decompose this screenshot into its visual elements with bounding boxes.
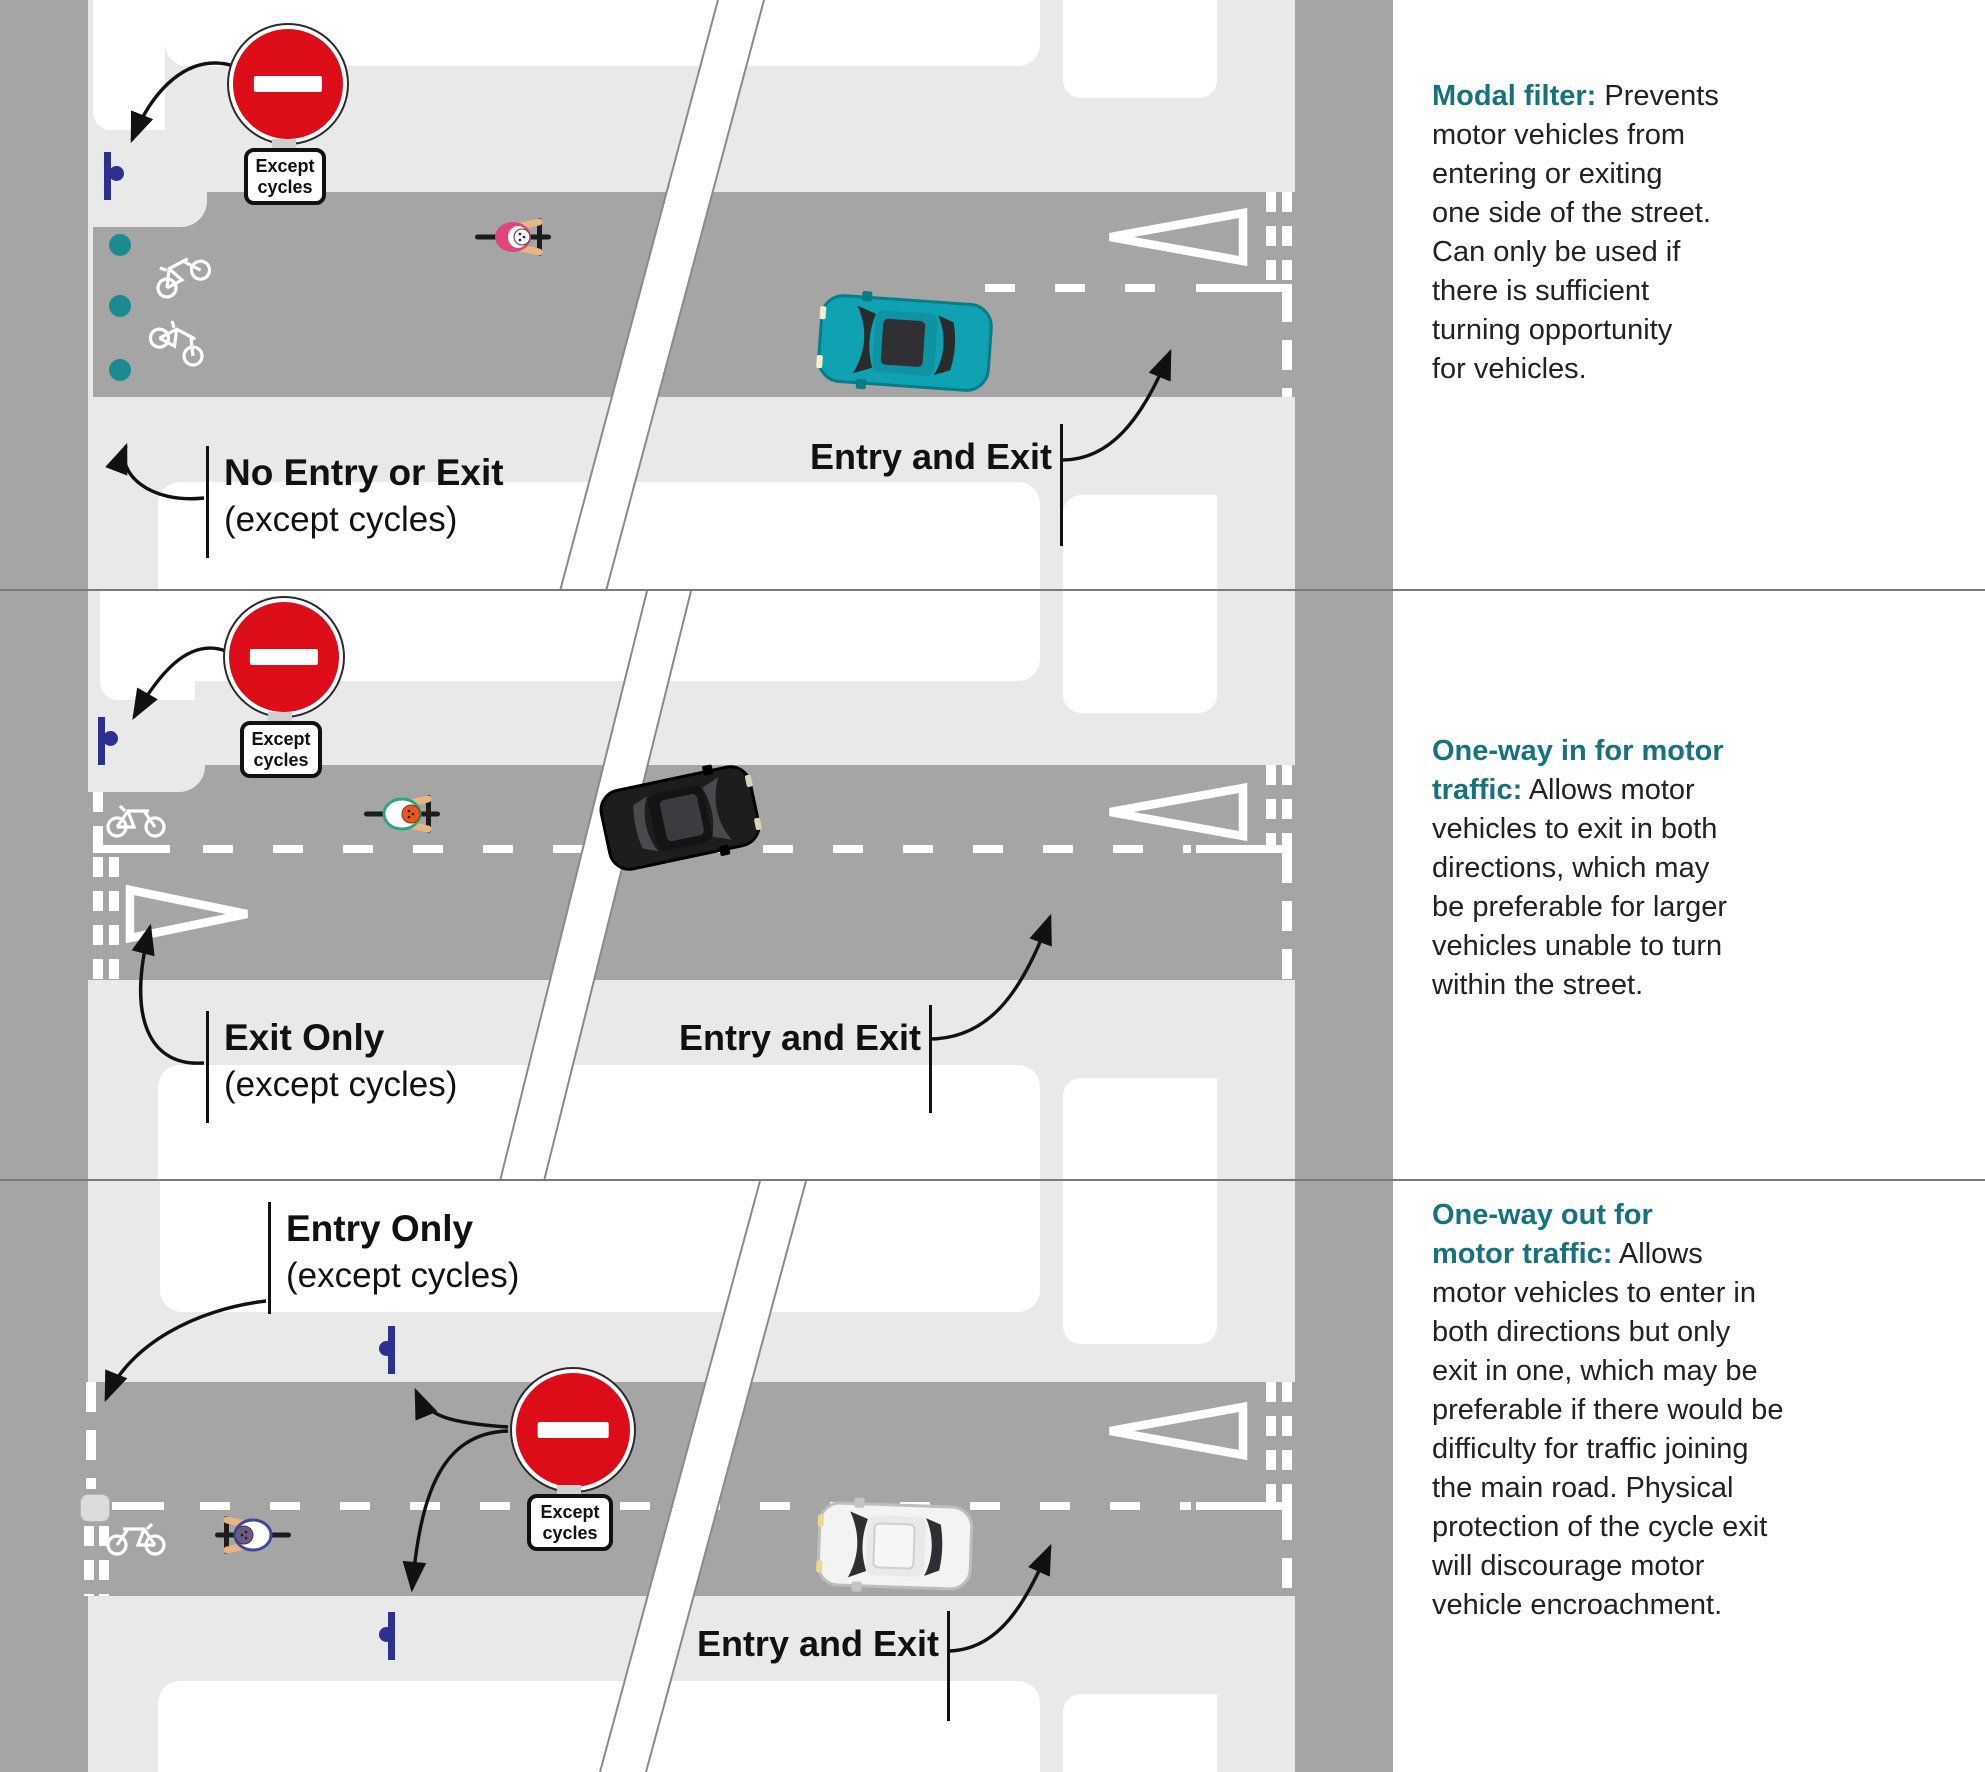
- building-block: [158, 1681, 1040, 1772]
- panel-description: One-way out for motor traffic: Allows mo…: [1432, 1199, 1784, 1621]
- except-cycles-plate: Except cycles: [244, 148, 326, 206]
- cycle-gap-dashes: [93, 792, 103, 845]
- label-connector: [206, 446, 209, 558]
- sign-post: [557, 1485, 581, 1495]
- sign-pole-icon: [98, 717, 105, 765]
- building-block: [100, 591, 195, 700]
- no-entry-sign-icon: [229, 25, 347, 143]
- left-junction-sublabel: (except cycles): [224, 1065, 458, 1104]
- description-column: One-way out for motor traffic: Allows mo…: [1393, 1181, 1985, 1772]
- entry-dashes: [86, 1382, 96, 1489]
- left-junction-sublabel: (except cycles): [286, 1256, 520, 1295]
- main-road-left: [0, 0, 88, 591]
- centre-line-end-marking: [1196, 1502, 1292, 1510]
- description-heading: Modal filter:: [1432, 80, 1597, 112]
- building-block: [1063, 1078, 1217, 1181]
- main-road-right: [1295, 1181, 1393, 1772]
- label-connector: [1060, 424, 1063, 546]
- right-junction-label: Entry and Exit: [696, 1623, 939, 1664]
- building-block: [1063, 1181, 1217, 1344]
- label-connector: [206, 1011, 209, 1123]
- building-block: [1063, 495, 1217, 591]
- give-way-dashes: [1282, 765, 1292, 853]
- residential-street: [88, 1382, 1295, 1596]
- panel-description: One-way in for motor traffic: Allows mot…: [1432, 735, 1727, 1001]
- junction-dashes: [1282, 1510, 1292, 1596]
- centre-line-marking: [985, 284, 1191, 292]
- sign-pole-icon: [104, 152, 111, 200]
- building-block: [1063, 1694, 1217, 1772]
- give-way-dashes: [1266, 765, 1276, 853]
- description-column: One-way in for motor traffic: Allows mot…: [1393, 591, 1985, 1181]
- sidewalk-buildout: [88, 765, 205, 792]
- left-junction-label: No Entry or Exit: [224, 452, 504, 493]
- street-diagram: Except cycles No Entry or Exit (except c…: [0, 0, 1393, 591]
- left-junction-label: Exit Only: [224, 1017, 385, 1058]
- centre-line-marking: [203, 845, 1191, 853]
- give-way-dashes: [109, 857, 119, 980]
- sign-pole-icon: [379, 1341, 394, 1356]
- street-diagram: Except cycles Entry Only (except cycles)…: [0, 1181, 1393, 1772]
- give-way-dashes: [1266, 1382, 1276, 1510]
- description-heading: One-way out for motor traffic:: [1432, 1199, 1653, 1270]
- give-way-dashes: [1282, 1382, 1292, 1510]
- street-diagram: Except cycles Exit Only (except cycles) …: [0, 591, 1393, 1181]
- label-connector: [947, 1611, 950, 1721]
- panel-description: Modal filter: Prevents motor vehicles fr…: [1432, 80, 1719, 385]
- panel-divider: [0, 1179, 1985, 1181]
- sign-post: [272, 139, 296, 149]
- give-way-dashes: [93, 857, 103, 980]
- no-entry-sign-icon: [512, 1369, 634, 1491]
- building-block: [93, 0, 165, 130]
- main-road-left: [0, 591, 88, 1181]
- sign-pole-icon: [103, 731, 118, 746]
- panel-one-way-out: Except cycles Entry Only (except cycles)…: [0, 1181, 1985, 1772]
- sign-post: [268, 712, 292, 722]
- except-cycles-plate: Except cycles: [527, 1494, 613, 1552]
- left-junction-label: Entry Only: [286, 1208, 474, 1249]
- protection-island: [80, 1494, 110, 1522]
- label-connector: [268, 1202, 271, 1314]
- centre-line-marking: [200, 1502, 1191, 1510]
- give-way-dashes: [1282, 192, 1292, 292]
- building-block: [1063, 0, 1217, 98]
- cycle-lane-line: [93, 845, 170, 853]
- panel-modal-filter: Except cycles No Entry or Exit (except c…: [0, 0, 1985, 591]
- main-road-right: [1295, 591, 1393, 1181]
- centre-line-end-marking: [1196, 845, 1292, 853]
- right-junction-label: Entry and Exit: [678, 1017, 921, 1058]
- right-junction-label: Entry and Exit: [809, 436, 1052, 477]
- description-heading: One-way in for motor traffic:: [1432, 735, 1724, 806]
- junction-dashes: [1282, 292, 1292, 397]
- residential-street: [93, 192, 1295, 397]
- label-connector: [929, 1005, 932, 1113]
- cycle-exit-line: [112, 1502, 164, 1510]
- panel-divider: [0, 589, 1985, 591]
- left-junction-sublabel: (except cycles): [224, 500, 458, 539]
- no-entry-sign-icon: [225, 598, 343, 716]
- residential-street: [88, 765, 1295, 980]
- centre-line-end-marking: [1196, 284, 1292, 292]
- sidewalk-buildout: [93, 192, 207, 227]
- sign-pole-icon: [379, 1627, 394, 1642]
- description-column: Modal filter: Prevents motor vehicles fr…: [1393, 0, 1985, 591]
- give-way-dashes: [99, 1526, 109, 1596]
- give-way-dashes: [84, 1526, 94, 1596]
- except-cycles-plate: Except cycles: [240, 721, 322, 779]
- junction-dashes: [1282, 853, 1292, 980]
- panel-one-way-in: Except cycles Exit Only (except cycles) …: [0, 591, 1985, 1181]
- sign-pole-icon: [109, 166, 124, 181]
- building-block: [1063, 591, 1217, 713]
- main-road-right: [1295, 0, 1393, 591]
- give-way-dashes: [1266, 192, 1276, 292]
- main-road-left: [0, 1181, 88, 1772]
